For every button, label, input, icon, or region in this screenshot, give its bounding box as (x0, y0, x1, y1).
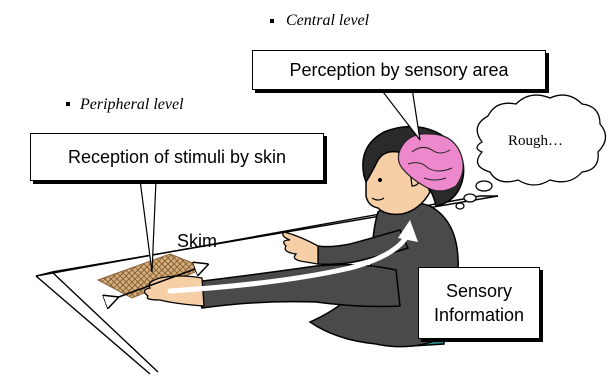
thought-cloud (456, 95, 606, 209)
central-level-label: Central level (286, 12, 369, 30)
sensory-info-line1: Sensory (446, 279, 512, 303)
thought-text: Rough… (508, 133, 563, 150)
perception-box: Perception by sensory area (252, 50, 546, 90)
back-hand (283, 232, 318, 264)
reception-callout-tail (140, 180, 156, 272)
reception-box: Reception of stimuli by skin (30, 133, 324, 181)
peripheral-level-bullet (66, 102, 70, 106)
perception-box-text: Perception by sensory area (289, 60, 508, 81)
peripheral-level-label: Peripheral level (80, 96, 184, 114)
reception-box-text: Reception of stimuli by skin (68, 147, 286, 168)
person-eye (378, 178, 382, 182)
central-level-bullet (270, 19, 274, 23)
skim-label: Skim (177, 231, 217, 252)
sensory-information-box: Sensory Information (418, 267, 540, 339)
sensory-info-line2: Information (434, 303, 524, 327)
